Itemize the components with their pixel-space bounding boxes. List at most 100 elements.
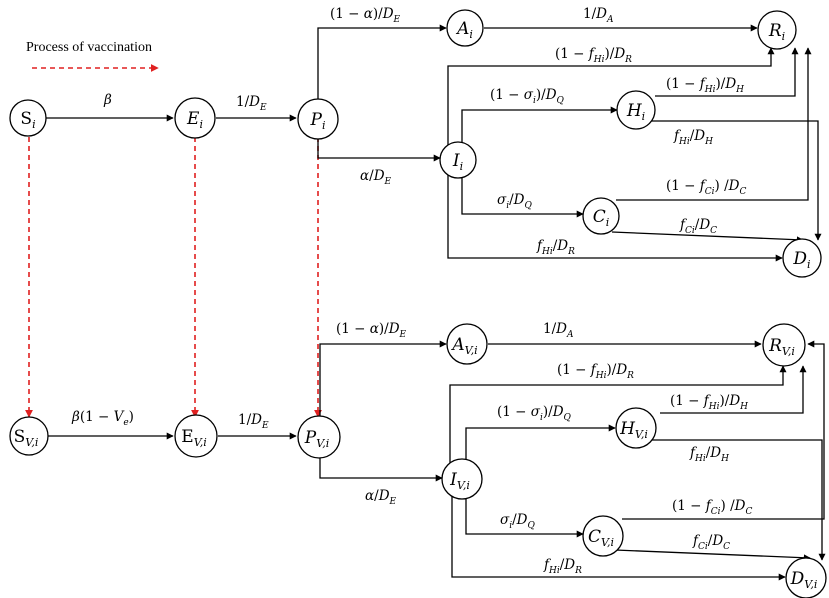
svg-text:Pi: Pi — [310, 110, 326, 132]
label-beta-ve: β(1 − Ve) — [71, 409, 134, 428]
svg-text:HV,i: HV,i — [619, 419, 648, 441]
node-sub: i — [807, 258, 811, 271]
edge-i-r — [447, 47, 775, 158]
node-main: C — [588, 527, 601, 547]
label-hr-rate-top: (1 − fHi)/DH — [666, 76, 744, 95]
svg-text:SV,i: SV,i — [14, 427, 39, 449]
label-cd-rate-bottom: fCi/DC — [692, 533, 730, 552]
node-sub: V,i — [804, 578, 817, 591]
node-sub: V,i — [316, 437, 329, 450]
edge-h-r — [655, 47, 799, 97]
node-sub: V,i — [194, 436, 207, 449]
node-sub: i — [460, 160, 464, 173]
node-sub: V,i — [25, 436, 38, 449]
label-hr-rate-bottom: (1 − fHi)/DH — [670, 393, 748, 412]
edge-hv-rv — [660, 365, 807, 414]
label-ih-rate-top: (1 − σi)/DQ — [490, 87, 565, 106]
node-main: S — [14, 427, 26, 447]
node-sub: V,i — [782, 345, 795, 358]
node-main: D — [792, 249, 807, 269]
node-main: A — [450, 335, 464, 355]
node-sub: i — [469, 28, 473, 41]
node-sub: i — [32, 118, 36, 131]
node-main: H — [619, 419, 636, 439]
node-r-i: Ri — [757, 10, 797, 50]
svg-text:IV,i: IV,i — [449, 470, 470, 492]
svg-text:Ci: Ci — [593, 207, 610, 229]
edge-iv-cv — [465, 496, 584, 538]
edge-h-d — [650, 120, 822, 241]
node-main: C — [593, 207, 606, 227]
node-i-v-i: IV,i — [441, 458, 483, 500]
svg-text:Di: Di — [792, 249, 810, 271]
node-h-i: Hi — [616, 90, 656, 130]
edge-pv-av — [319, 340, 447, 417]
svg-text:Ri: Ri — [768, 21, 785, 43]
svg-text:Hi: Hi — [626, 101, 645, 123]
node-main: I — [449, 470, 457, 490]
svg-text:Ai: Ai — [455, 19, 473, 41]
label-ih-rate-bottom: (1 − σi)/DQ — [497, 404, 572, 423]
node-sub: V,i — [601, 536, 614, 549]
node-sub: i — [782, 30, 786, 43]
node-main: R — [768, 336, 782, 356]
node-main: S — [20, 109, 32, 129]
edge-pv-iv — [319, 456, 443, 482]
node-main: H — [626, 101, 643, 121]
svg-text:DV,i: DV,i — [790, 569, 818, 591]
edge-label-beta: β — [103, 92, 112, 108]
node-r-v-i: RV,i — [762, 323, 806, 367]
edge-c-r — [616, 47, 812, 201]
node-i-i: Ii — [439, 141, 477, 179]
node-sub: i — [199, 118, 203, 131]
node-p-v-i: PV,i — [297, 415, 341, 459]
edge-p-a — [317, 24, 447, 101]
edge-p-i — [317, 137, 441, 162]
edge-iv-dv — [451, 496, 786, 581]
label-beta: β — [103, 92, 112, 108]
node-sub: i — [642, 110, 646, 123]
svg-text:CV,i: CV,i — [588, 527, 614, 549]
node-a-v-i: AV,i — [446, 323, 488, 365]
node-a-i: Ai — [446, 9, 484, 47]
svg-text:AV,i: AV,i — [450, 335, 477, 357]
node-c-v-i: CV,i — [582, 515, 624, 557]
node-p-i: Pi — [297, 98, 339, 140]
label-a-rate-top: (1 − α)/DE — [330, 6, 401, 25]
label-hd-rate-top: fHi/DH — [673, 128, 713, 147]
node-main: A — [455, 19, 469, 39]
node-sub: i — [606, 216, 610, 229]
svg-text:Ei: Ei — [186, 109, 203, 131]
node-c-i: Ci — [582, 197, 620, 235]
label-hd-rate-bottom: fHi/DH — [689, 445, 729, 464]
edge-iv-rv — [449, 365, 787, 478]
node-sub: V,i — [635, 428, 648, 441]
label-id-rate-top: fHi/DR — [536, 238, 575, 257]
label-ar-rate-top: 1/DA — [583, 6, 614, 25]
svg-text:RV,i: RV,i — [768, 336, 795, 358]
label-ir-rate-bottom: (1 − fHi)/DR — [557, 362, 634, 381]
node-e-v-i: EV,i — [174, 414, 218, 458]
node-main: P — [304, 428, 317, 448]
node-s-i: Si — [9, 99, 47, 137]
node-h-v-i: HV,i — [615, 407, 657, 449]
label-ic-rate-bottom: σi/DQ — [500, 512, 536, 531]
node-main: E — [181, 427, 193, 447]
node-s-v-i: SV,i — [9, 416, 49, 456]
label-a-rate-bottom: (1 − α)/DE — [336, 321, 407, 340]
node-main: R — [768, 21, 782, 41]
node-sub: V,i — [457, 479, 470, 492]
edge-hv-dv — [652, 439, 826, 561]
node-main: I — [452, 151, 460, 171]
label-p-rate-top: 1/DE — [236, 94, 267, 113]
node-main: D — [790, 569, 805, 589]
svg-text:EV,i: EV,i — [181, 427, 206, 449]
label-cr-rate-top: (1 − fCi) /DC — [666, 178, 746, 197]
svg-text:Ii: Ii — [452, 151, 463, 173]
label-cr-rate-bottom: (1 − fCi) /DC — [672, 498, 752, 517]
edge-c-d — [611, 231, 804, 244]
label-cd-rate-top: fCi/DC — [679, 217, 717, 236]
label-ar-rate-bottom: 1/DA — [543, 321, 574, 340]
node-sub: i — [322, 119, 326, 132]
label-i-rate-top: α/DE — [360, 168, 392, 187]
